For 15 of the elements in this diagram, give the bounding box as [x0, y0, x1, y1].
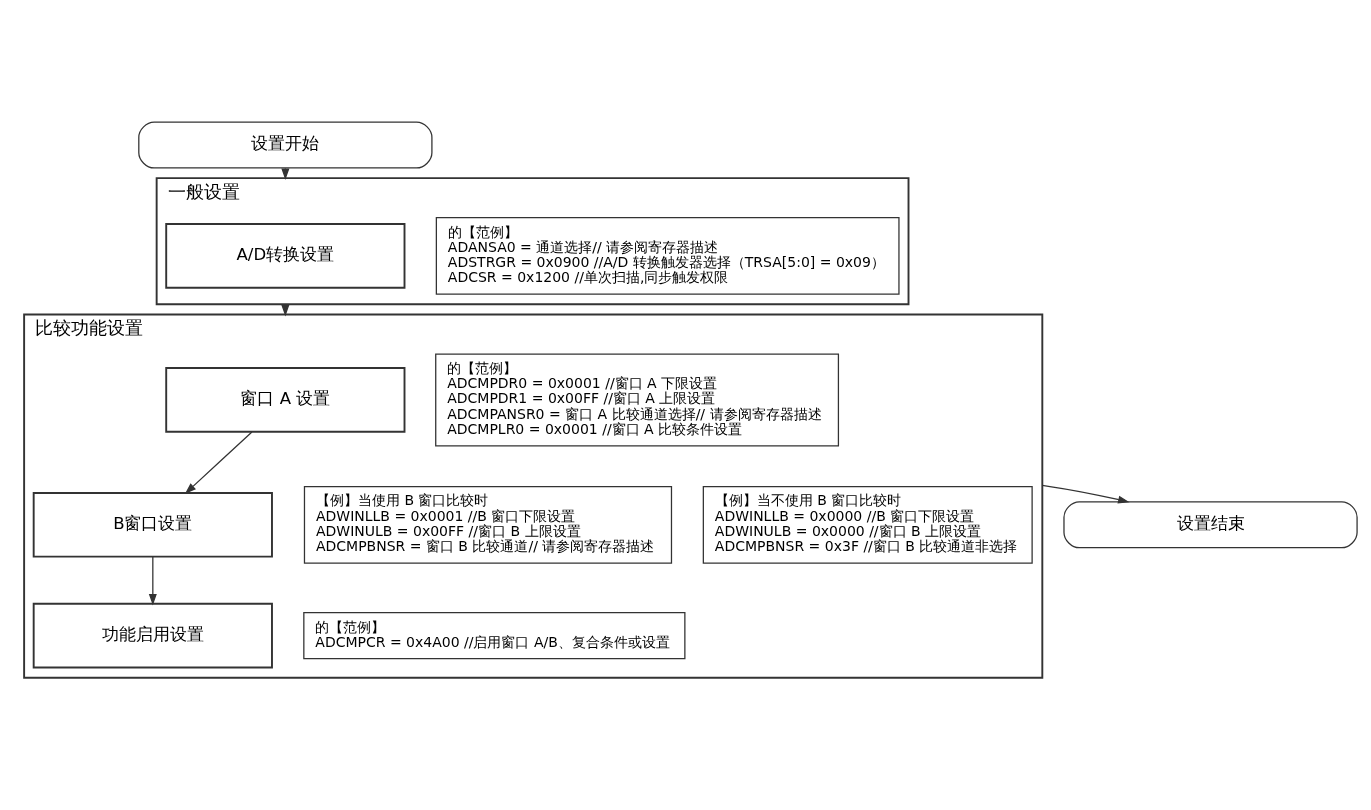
node-box: 的【范例】 ADCMPCR = 0x4A00 //启用窗口 A/B、复合条件或设置 [303, 612, 686, 660]
node-box: 的【范例】 ADANSA0 = 通道选择// 请参阅寄存器描述 ADSTRGR = 0x0900 //A/D 转换触发器选择（TRSA[5:0] = 0x09） ADCSR = 0x1200 //单次扫描,同步触发权限 [435, 217, 900, 295]
node-box: 设置结束 [1063, 501, 1358, 549]
node-box: 【例】当不使用 B 窗口比较时 ADWINLLB = 0x0000 //B 窗口下限设置 ADWINULB = 0x0000 //窗口 B 上限设置 ADCMPBNSR = 0x3F //窗口 B 比较通道非选择 [702, 485, 1033, 564]
node-box: 【例】当使用 B 窗口比较时 ADWINLLB = 0x0001 //B 窗口下限设置 ADWINULB = 0x00FF //窗口 B 上限设置 ADCMPBNSR = 窗口 B 比较通道// 请参阅寄存器描述 [303, 485, 673, 564]
arrow [1041, 484, 1130, 504]
arrow [184, 431, 253, 494]
arrow [281, 304, 290, 317]
node-box: 窗口 A 设置 [165, 367, 406, 433]
node-box: 功能启用设置 [32, 602, 273, 669]
node-box: B窗口设置 [32, 491, 273, 558]
node-box: 的【范例】 ADCMPDR0 = 0x0001 //窗口 A 下限设置 ADCMPDR1 = 0x00FF //窗口 A 上限设置 ADCMPANSR0 = 窗口 A 比较通道选择// 请参阅寄存器描述 ADCMPLR0 = 0x0001 //窗口 A 比较条件设置 [435, 353, 840, 447]
arrow [281, 167, 290, 181]
node-box: A/D转换设置 [165, 223, 406, 289]
arrow [148, 556, 157, 606]
